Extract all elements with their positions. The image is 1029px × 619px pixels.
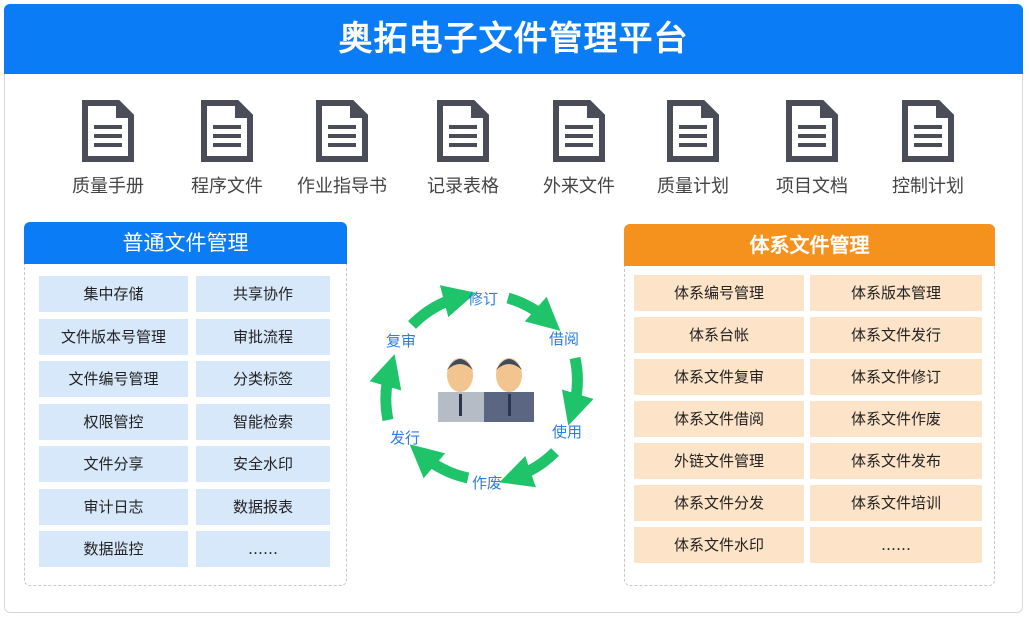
general-file-panel-title: 普通文件管理 xyxy=(24,222,347,264)
doc-type-label: 外来文件 xyxy=(543,176,615,197)
doc-type-4[interactable]: 外来文件 xyxy=(519,100,639,198)
doc-type-6[interactable]: 项目文档 xyxy=(752,100,872,198)
system-feature-item[interactable]: 体系文件复审 xyxy=(634,359,804,395)
document-icon xyxy=(553,100,605,162)
cycle-stage-label: 修订 xyxy=(468,290,499,308)
system-feature-item[interactable]: 外链文件管理 xyxy=(634,443,804,479)
cycle-arrow xyxy=(499,448,559,488)
general-feature-item[interactable]: 文件版本号管理 xyxy=(39,318,188,355)
system-feature-item[interactable]: 体系文件作废 xyxy=(810,401,982,437)
general-feature-item[interactable]: 数据报表 xyxy=(196,488,330,525)
system-feature-item[interactable]: 体系文件发行 xyxy=(810,317,982,353)
doc-type-1[interactable]: 程序文件 xyxy=(167,100,287,198)
document-icon xyxy=(316,100,368,162)
cycle-arrow xyxy=(561,356,594,426)
cycle-arrow xyxy=(506,292,561,331)
doc-type-label: 控制计划 xyxy=(892,176,964,197)
general-feature-item[interactable]: 分类标签 xyxy=(196,361,330,397)
cycle-stage-label: 复审 xyxy=(386,332,417,350)
document-icon xyxy=(82,100,134,162)
system-file-panel: 体系文件管理 xyxy=(624,224,995,586)
system-feature-item[interactable]: 体系文件分发 xyxy=(634,485,804,521)
general-feature-item[interactable]: 安全水印 xyxy=(196,446,330,482)
general-feature-item[interactable]: …… xyxy=(196,531,330,567)
doc-type-label: 质量手册 xyxy=(72,176,144,197)
cycle-arrow xyxy=(409,444,470,484)
doc-type-label: 质量计划 xyxy=(657,176,729,197)
doc-type-label: 作业指导书 xyxy=(297,176,387,197)
document-icon xyxy=(902,100,954,162)
system-feature-item[interactable]: 体系文件修订 xyxy=(810,359,982,395)
system-feature-item[interactable]: 体系文件水印 xyxy=(634,527,804,563)
system-feature-item[interactable]: 体系文件借阅 xyxy=(634,401,804,437)
document-icon xyxy=(786,100,838,162)
doc-type-7[interactable]: 控制计划 xyxy=(868,100,988,198)
cycle-arrow xyxy=(408,285,476,329)
system-feature-item[interactable]: 体系版本管理 xyxy=(810,275,982,311)
doc-type-0[interactable]: 质量手册 xyxy=(48,100,168,198)
cycle-stage-label: 作废 xyxy=(472,474,503,492)
doc-type-label: 记录表格 xyxy=(427,176,499,197)
doc-type-3[interactable]: 记录表格 xyxy=(403,100,523,198)
cycle-stage-label: 发行 xyxy=(390,429,421,447)
doc-type-2[interactable]: 作业指导书 xyxy=(282,100,402,198)
system-feature-item[interactable]: 体系台帐 xyxy=(634,317,804,353)
lifecycle-diagram xyxy=(369,285,594,488)
system-feature-item[interactable]: 体系文件发布 xyxy=(810,443,982,479)
general-feature-item[interactable]: 权限管控 xyxy=(39,403,188,440)
doc-type-label: 项目文档 xyxy=(776,176,848,197)
system-feature-item[interactable]: 体系文件培训 xyxy=(810,485,982,521)
general-feature-item[interactable]: 数据监控 xyxy=(39,531,188,567)
general-file-panel: 普通文件管理 xyxy=(24,222,347,586)
general-feature-item[interactable]: 审批流程 xyxy=(196,318,330,355)
cycle-stage-label: 使用 xyxy=(552,423,583,441)
system-file-panel-title: 体系文件管理 xyxy=(624,224,995,266)
cycle-stage-label: 借阅 xyxy=(549,330,580,348)
document-icon xyxy=(201,100,253,162)
document-icon xyxy=(667,100,719,162)
general-feature-item[interactable]: 审计日志 xyxy=(39,488,188,525)
cycle-arrow xyxy=(369,354,402,422)
doc-type-label: 程序文件 xyxy=(191,176,263,197)
general-feature-item[interactable]: 共享协作 xyxy=(196,276,330,312)
general-feature-item[interactable]: 智能检索 xyxy=(196,403,330,440)
general-feature-item[interactable]: 文件分享 xyxy=(39,446,188,482)
general-feature-item[interactable]: 集中存储 xyxy=(39,276,188,312)
general-feature-item[interactable]: 文件编号管理 xyxy=(39,361,188,397)
system-feature-item[interactable]: 体系编号管理 xyxy=(634,275,804,311)
document-icon xyxy=(437,100,489,162)
doc-type-5[interactable]: 质量计划 xyxy=(633,100,753,198)
page-title: 奥拓电子文件管理平台 xyxy=(4,4,1023,74)
system-feature-item[interactable]: …… xyxy=(810,527,982,563)
users-icon xyxy=(438,358,534,422)
